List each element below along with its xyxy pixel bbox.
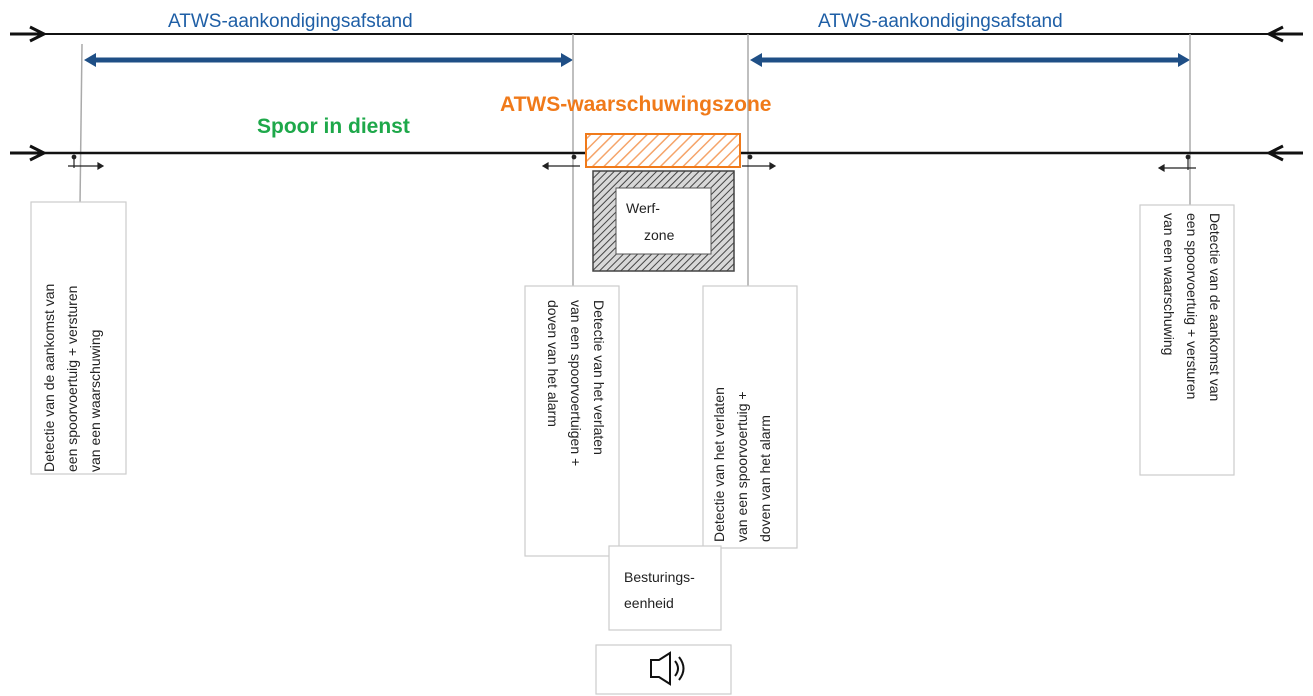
- alarm-unit: [595, 644, 732, 695]
- announce-arrow-right: [750, 53, 1190, 67]
- main-track-arrow-right: [1265, 144, 1303, 162]
- mid-left-detect-text: Detectie van het verlaten van een spoorv…: [545, 300, 607, 466]
- work-zone-line2: zone: [644, 227, 675, 243]
- right-detect-text: Detectie van de aankomst van een spoorvo…: [1161, 213, 1223, 401]
- mid-left-detect-line1: Detectie van het verlaten: [591, 300, 607, 455]
- warning-zone-box: [585, 133, 741, 168]
- warning-zone-label: ATWS-waarschuwingszone: [500, 93, 771, 116]
- right-detect-box: [1139, 204, 1235, 476]
- mid-right-detect-box: [702, 285, 798, 549]
- control-unit: Besturings- eenheid: [608, 545, 722, 631]
- mid-left-detect-box: [524, 285, 620, 557]
- right-detect-line1: Detectie van de aankomst van: [1207, 213, 1223, 401]
- speaker-icon: [650, 651, 685, 686]
- right-detect-line2: een spoorvoertuig + versturen: [1184, 213, 1200, 399]
- track-arrow-in-left: [10, 25, 48, 43]
- guide-lines: [79, 34, 1191, 290]
- mid-right-detect-line1: Detectie van het verlaten: [711, 387, 727, 542]
- detector-left: [68, 154, 105, 171]
- announce-arrow-left: [84, 53, 573, 67]
- right-detect-line3: van een waarschuwing: [1161, 213, 1177, 355]
- mid-right-detect-text: Detectie van het verlaten van een spoorv…: [711, 387, 773, 542]
- left-detect-text: Detectie van de aankomst van een spoorvo…: [41, 284, 103, 472]
- top-track: [10, 25, 1303, 43]
- track-arrow-in-right: [1265, 25, 1303, 43]
- work-zone: Werf- zone: [592, 170, 735, 272]
- left-detect-box: [30, 201, 127, 475]
- announce-label-left: ATWS-aankondigingsafstand: [168, 11, 413, 32]
- work-zone-line1: Werf-: [626, 200, 660, 216]
- mid-left-detect-line3: doven van het alarm: [545, 300, 561, 427]
- mid-right-detect-line3: doven van het alarm: [757, 415, 773, 542]
- control-unit-line1: Besturings-: [624, 569, 695, 585]
- control-unit-line2: eenheid: [624, 595, 674, 611]
- detector-mid-right: [742, 154, 777, 171]
- left-detect-line2: een spoorvoertuig + versturen: [64, 286, 80, 472]
- detector-right: [1157, 154, 1196, 173]
- left-detect-line1: Detectie van de aankomst van: [41, 284, 57, 472]
- mid-right-detect-line2: van een spoorvoertuig +: [734, 391, 750, 542]
- left-detect-line3: van een waarschuwing: [87, 330, 103, 472]
- announce-label-right: ATWS-aankondigingsafstand: [818, 11, 1063, 32]
- mid-left-detect-line2: van een spoorvoertuigen +: [568, 300, 584, 466]
- main-track-arrow-left: [10, 144, 48, 162]
- detector-mid-left: [541, 154, 580, 171]
- track-in-service-label: Spoor in dienst: [257, 115, 410, 138]
